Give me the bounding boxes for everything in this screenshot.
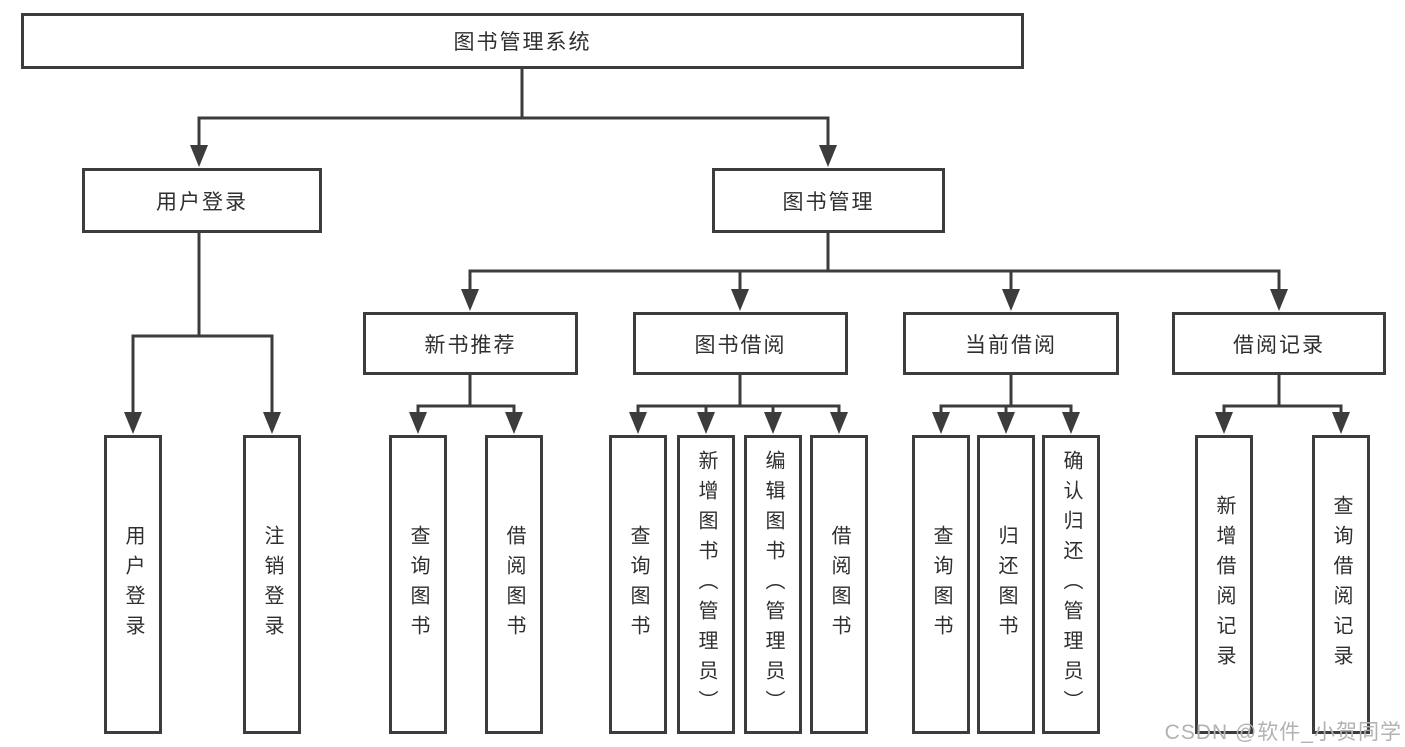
leaf-query-books-recommend: 查询图书 — [389, 435, 447, 734]
leaf-add-book-admin: 新增图书（管理员） — [677, 435, 735, 734]
leaf-confirm-return-admin: 确认归还（管理员） — [1042, 435, 1100, 734]
leaf-return-book: 归还图书 — [977, 435, 1035, 734]
leaf-query-borrow-record: 查询借阅记录 — [1312, 435, 1370, 734]
node-user-login: 用户登录 — [82, 168, 322, 233]
edge-current-borrow-children — [932, 375, 1080, 434]
edge-book-management-to-level3 — [461, 233, 1288, 311]
leaf-logout: 注销登录 — [243, 435, 301, 734]
edge-new-book-recommend-children — [409, 375, 523, 434]
edge-user-login-children — [124, 233, 281, 434]
edge-book-borrow-children — [629, 375, 848, 434]
leaf-edit-book-admin: 编辑图书（管理员） — [744, 435, 802, 734]
node-book-management: 图书管理 — [712, 168, 945, 233]
node-current-borrow: 当前借阅 — [903, 312, 1119, 375]
edge-root-to-level2 — [190, 69, 837, 167]
leaf-user-login: 用户登录 — [104, 435, 162, 734]
csdn-watermark: CSDN @软件_小贺同学 — [1164, 721, 1402, 744]
leaf-add-borrow-record: 新增借阅记录 — [1195, 435, 1253, 734]
edge-borrow-records-children — [1215, 375, 1350, 434]
leaf-borrow-books-recommend: 借阅图书 — [485, 435, 543, 734]
leaf-borrow-books: 借阅图书 — [810, 435, 868, 734]
node-library-management-system: 图书管理系统 — [21, 13, 1024, 69]
node-borrow-records: 借阅记录 — [1172, 312, 1386, 375]
leaf-query-books-current: 查询图书 — [912, 435, 970, 734]
leaf-query-books-borrow: 查询图书 — [609, 435, 667, 734]
node-book-borrow: 图书借阅 — [633, 312, 848, 375]
node-new-book-recommend: 新书推荐 — [363, 312, 578, 375]
